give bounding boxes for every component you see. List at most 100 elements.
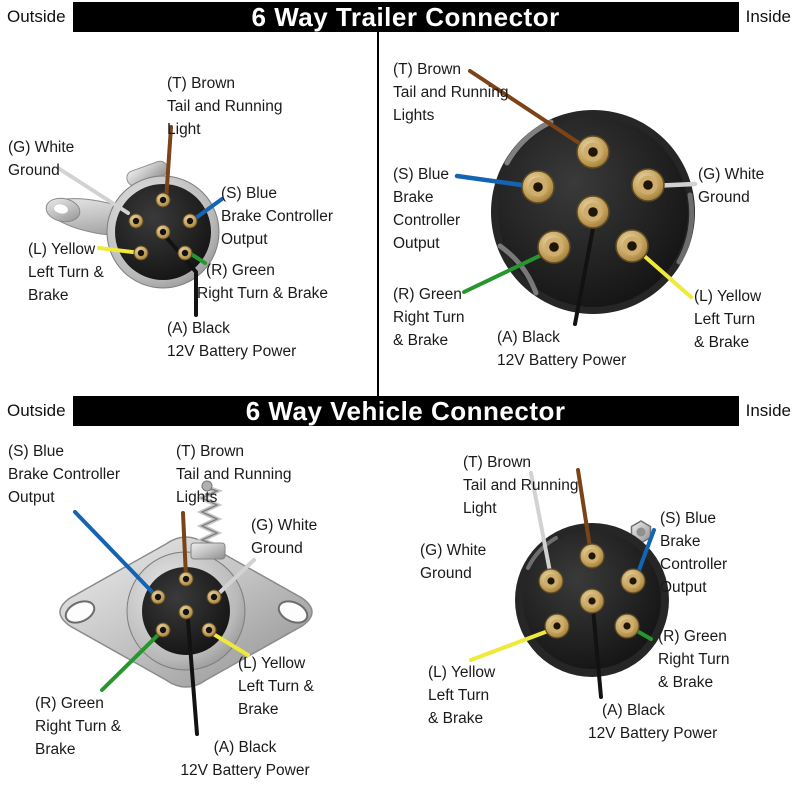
label-trailer-inside-green: (R) Green Right Turn & Brake <box>393 283 465 352</box>
label-line: Brake <box>28 287 69 304</box>
label-line: Brake Controller <box>221 208 333 225</box>
pin <box>576 135 610 169</box>
label-line: Brake <box>393 189 434 206</box>
label-line: Ground <box>698 189 750 206</box>
vehicle-header-title: 6 Way Vehicle Connector <box>72 396 739 426</box>
label-line: & Brake <box>658 674 714 691</box>
label-line: 12V Battery Power <box>180 762 310 779</box>
label-line: (G) White <box>698 166 765 183</box>
label-line: & Brake <box>428 710 484 727</box>
pin <box>155 192 171 208</box>
vehicle-inside-wire-yellow <box>469 626 558 662</box>
label-line: Output <box>8 489 55 506</box>
vehicle-header: Outside 6 Way Vehicle Connector Inside <box>0 396 798 426</box>
label-trailer-outside-yellow: (L) Yellow Left Turn & Brake <box>28 238 104 307</box>
label-line: (L) Yellow <box>428 664 496 681</box>
trailer-outside-wire-blue <box>191 197 224 222</box>
label-line: (A) Black <box>167 320 230 337</box>
label-line: Left Turn & <box>238 678 314 695</box>
trailer-header: Outside 6 Way Trailer Connector Inside <box>0 2 798 32</box>
label-vehicle-outside-blue: (S) Blue Brake Controller Output <box>8 440 120 509</box>
label-line: Tail and Running <box>167 98 283 115</box>
label-line: (A) Black <box>497 329 560 346</box>
label-line: 12V Battery Power <box>167 343 297 360</box>
label-line: (G) White <box>251 517 318 534</box>
label-vehicle-inside-blue: (S) Blue Brake Controller Output <box>660 507 727 599</box>
pin <box>177 245 193 261</box>
trailer-inside-label: Inside <box>738 2 798 32</box>
label-line: 12V Battery Power <box>497 352 627 369</box>
label-line: (S) Blue <box>660 510 716 527</box>
trailer-outside-wire-white <box>56 166 130 215</box>
label-line: (S) Blue <box>8 443 64 460</box>
label-trailer-inside-black: (A) Black 12V Battery Power <box>497 326 626 372</box>
label-vehicle-inside-white: (G) White Ground <box>420 539 486 585</box>
label-line: (S) Blue <box>393 166 449 183</box>
vehicle-outside-wire-green <box>100 630 163 692</box>
pin <box>133 245 149 261</box>
pin <box>182 213 198 229</box>
pin <box>150 589 166 605</box>
trailer-header-title: 6 Way Trailer Connector <box>72 2 739 32</box>
label-trailer-inside-blue: (S) Blue Brake Controller Output <box>393 163 460 255</box>
label-line: Brake <box>660 533 701 550</box>
vehicle-outside-wire-black <box>186 618 199 736</box>
label-line: (G) White <box>8 139 75 156</box>
pin <box>201 622 217 638</box>
vehicle-outside-wire-white <box>214 558 256 598</box>
trailer-outside-wire-black <box>164 235 198 317</box>
label-line: Ground <box>251 540 303 557</box>
label-line: (L) Yellow <box>694 288 762 305</box>
label-line: Ground <box>8 162 60 179</box>
pin <box>178 571 194 587</box>
label-line: (T) Brown <box>393 61 462 78</box>
spring-latch <box>190 480 226 560</box>
vehicle-outside-wire-brown <box>181 511 188 579</box>
label-line: Tail and Running <box>176 466 292 483</box>
pin <box>579 543 605 569</box>
pin <box>620 568 646 594</box>
label-line: Lights <box>393 107 435 124</box>
label-trailer-outside-white: (G) White Ground <box>8 136 74 182</box>
pin <box>614 613 640 639</box>
label-trailer-inside-white: (G) White Ground <box>698 163 764 209</box>
vehicle-outside-wire-yellow <box>208 630 250 657</box>
label-vehicle-inside-black: (A) Black 12V Battery Power <box>588 699 717 745</box>
label-line: (R) Green <box>658 628 727 645</box>
label-line: Output <box>660 579 707 596</box>
label-line: (L) Yellow <box>238 655 306 672</box>
vehicle-inside-wire-black <box>591 606 603 699</box>
pin <box>178 604 194 620</box>
label-line: Right Turn & Brake <box>197 285 328 302</box>
pin <box>155 224 171 240</box>
label-line: & Brake <box>393 332 449 349</box>
label-vehicle-outside-yellow: (L) Yellow Left Turn & Brake <box>238 652 314 721</box>
label-vehicle-outside-white: (G) White Ground <box>251 514 317 560</box>
label-vehicle-inside-green: (R) Green Right Turn & Brake <box>658 625 730 694</box>
label-line: (A) Black <box>602 702 665 719</box>
label-line: (T) Brown <box>463 454 532 471</box>
label-vehicle-inside-brown: (T) Brown Tail and Running Light <box>463 451 578 520</box>
pin <box>206 589 222 605</box>
label-line: 12V Battery Power <box>588 725 718 742</box>
label-trailer-inside-yellow: (L) Yellow Left Turn & Brake <box>694 285 761 354</box>
label-line: (R) Green <box>35 695 104 712</box>
vehicle-outside-wire-blue <box>73 510 158 598</box>
trailer-inside-wire-brown <box>468 69 593 153</box>
label-line: Right Turn <box>658 651 730 668</box>
vehicle-inside-wire-white <box>529 471 553 579</box>
pin <box>538 568 564 594</box>
label-trailer-outside-brown: (T) Brown Tail and Running Light <box>167 72 282 141</box>
trailer-inside-wire-black <box>573 221 596 326</box>
label-line: (G) White <box>420 542 487 559</box>
label-vehicle-outside-brown: (T) Brown Tail and Running Lights <box>176 440 291 509</box>
label-line: Light <box>463 500 497 517</box>
label-line: Tail and Running <box>393 84 509 101</box>
pin <box>537 230 571 264</box>
label-line: Controller <box>660 556 728 573</box>
label-trailer-outside-blue: (S) Blue Brake Controller Output <box>221 182 333 251</box>
vehicle-inside-label: Inside <box>738 396 798 426</box>
label-vehicle-outside-black: (A) Black 12V Battery Power <box>160 736 330 782</box>
pin <box>631 168 665 202</box>
